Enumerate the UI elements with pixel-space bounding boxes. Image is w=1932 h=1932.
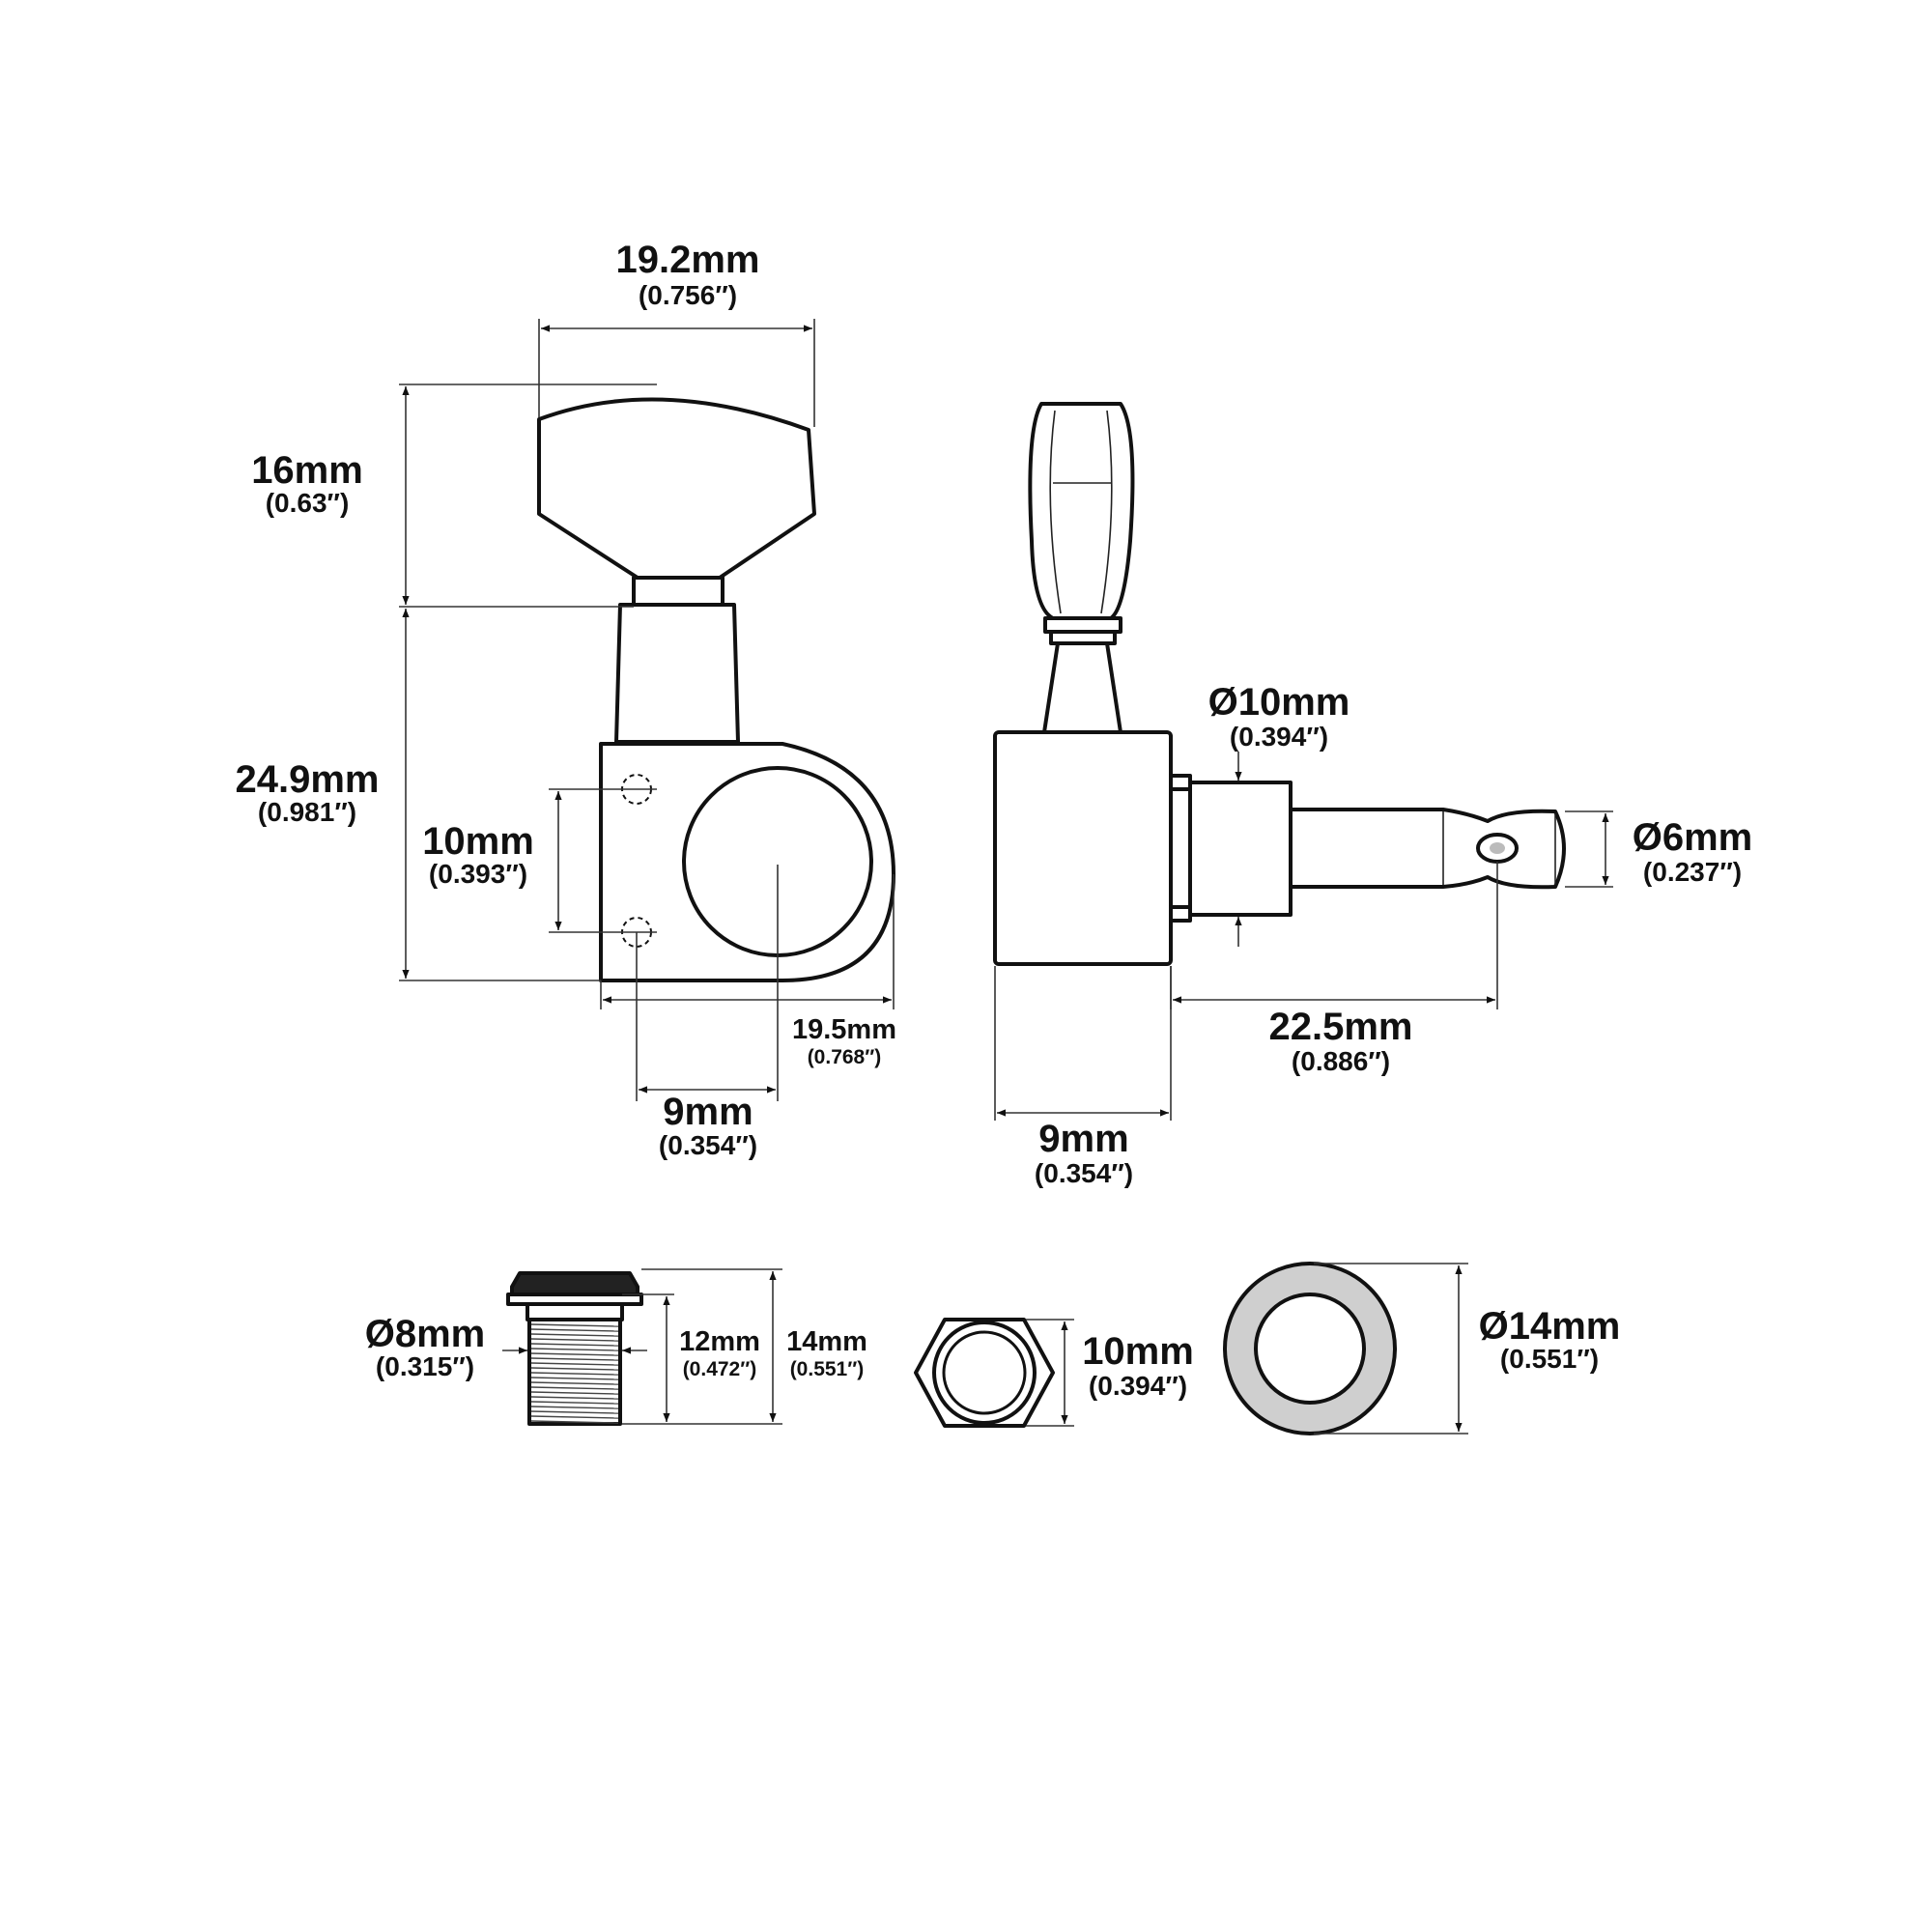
thread-line — [530, 1372, 619, 1376]
hex-nut — [914, 1318, 1055, 1428]
washer — [1223, 1262, 1397, 1435]
washer-labels: Ø14mm (0.551″) — [1479, 1305, 1621, 1374]
mount-pin-bottom — [1169, 905, 1192, 923]
body-height-inch: (0.981″) — [258, 797, 356, 827]
body-width-inch: (0.768″) — [808, 1046, 882, 1068]
bushing-total-len-mm: 14mm — [786, 1326, 867, 1357]
screw-to-post-mm: 9mm — [663, 1091, 753, 1133]
button-height-inch: (0.63″) — [266, 488, 350, 518]
mount-pin-top — [1169, 774, 1192, 791]
thread-line — [530, 1357, 619, 1361]
bushing-thread-len-mm: 12mm — [679, 1326, 760, 1357]
threaded-bushing — [506, 1271, 643, 1426]
thread-line — [530, 1391, 619, 1395]
side-view-dimensions — [994, 752, 1613, 1121]
nut-size-mm: 10mm — [1082, 1330, 1194, 1373]
string-post — [1289, 808, 1566, 890]
bushing-thread-dia-mm: Ø8mm — [365, 1313, 486, 1355]
screw-to-post-inch: (0.354″) — [659, 1130, 757, 1160]
thread-line — [530, 1420, 619, 1424]
washer-dimensions — [1314, 1263, 1468, 1435]
body-depth-mm: 9mm — [1038, 1118, 1128, 1160]
front-view-dimensions — [399, 319, 895, 1101]
thread-line — [530, 1348, 619, 1351]
thread-line — [530, 1415, 619, 1419]
post-dia-mm: Ø6mm — [1633, 816, 1753, 859]
bushing-dia-mm: Ø10mm — [1208, 681, 1350, 724]
thread-line — [530, 1328, 619, 1332]
button-width-inch: (0.756″) — [639, 280, 737, 310]
bushing-thread-dia-inch: (0.315″) — [376, 1351, 474, 1381]
thread-line — [530, 1343, 619, 1347]
thread-line — [530, 1367, 619, 1371]
thread-line — [530, 1338, 619, 1342]
front-view-labels: 19.2mm (0.756″) 16mm (0.63″) 24.9mm (0.9… — [236, 239, 897, 1160]
side-housing — [993, 730, 1173, 966]
button-side — [1028, 402, 1135, 620]
bushing-thread-lines — [530, 1323, 619, 1424]
side-view-labels: Ø10mm (0.394″) Ø6mm (0.237″) 22.5mm (0.8… — [1035, 681, 1752, 1188]
post-length-mm: 22.5mm — [1269, 1006, 1413, 1048]
tuner-button — [537, 397, 816, 580]
thread-line — [530, 1377, 619, 1380]
nut-dimensions — [1026, 1319, 1074, 1427]
thread-line — [530, 1352, 619, 1356]
thread-line — [530, 1406, 619, 1409]
thread-line — [530, 1333, 619, 1337]
thread-line — [530, 1410, 619, 1414]
thread-line — [530, 1396, 619, 1400]
body-width-mm: 19.5mm — [792, 1014, 896, 1045]
nut-size-inch: (0.394″) — [1089, 1371, 1187, 1401]
button-width-mm: 19.2mm — [616, 239, 760, 281]
bushing-dia-inch: (0.394″) — [1230, 722, 1328, 752]
body-height-mm: 24.9mm — [236, 758, 380, 801]
side-collar — [1043, 616, 1122, 634]
bushing-dimensions — [502, 1268, 782, 1425]
bushing-labels: Ø8mm (0.315″) 12mm (0.472″) 14mm (0.551″… — [365, 1313, 867, 1381]
body-depth-inch: (0.354″) — [1035, 1158, 1133, 1188]
button-height-mm: 16mm — [251, 449, 363, 492]
screw-spacing-inch: (0.393″) — [429, 859, 527, 889]
tuner-shaft — [614, 603, 740, 744]
thread-line — [530, 1362, 619, 1366]
button-collar — [632, 576, 724, 607]
tuner-front-view — [537, 397, 895, 982]
washer-dia-inch: (0.551″) — [1500, 1344, 1599, 1374]
screw-spacing-mm: 10mm — [422, 820, 534, 863]
thread-line — [530, 1401, 619, 1405]
bushing-total-len-inch: (0.551″) — [790, 1358, 865, 1380]
post-length-inch: (0.886″) — [1292, 1046, 1390, 1076]
thread-line — [530, 1386, 619, 1390]
thread-line — [530, 1323, 619, 1327]
bushing-thread-len-inch: (0.472″) — [683, 1358, 757, 1380]
thread-line — [530, 1381, 619, 1385]
washer-dia-mm: Ø14mm — [1479, 1305, 1621, 1348]
side-bushing — [1188, 781, 1293, 917]
post-dia-inch: (0.237″) — [1643, 857, 1742, 887]
side-shaft — [1042, 641, 1122, 734]
nut-labels: 10mm (0.394″) — [1082, 1330, 1194, 1401]
tuner-side-view — [993, 402, 1566, 966]
